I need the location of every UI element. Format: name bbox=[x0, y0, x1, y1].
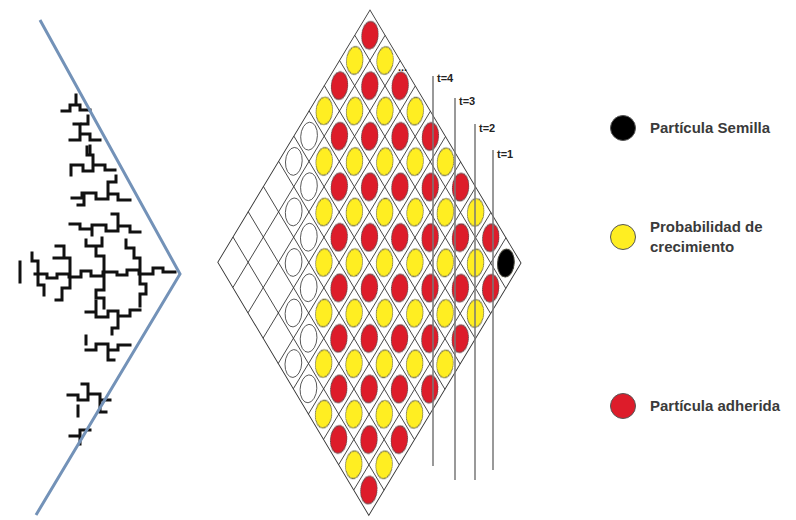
legend-item: Partícula adherida bbox=[610, 393, 790, 419]
time-label: t=4 bbox=[437, 73, 453, 84]
chevron-line bbox=[36, 20, 180, 515]
ellipsis-label: ... bbox=[398, 62, 407, 73]
time-label: t=1 bbox=[497, 149, 513, 160]
legend-swatch bbox=[610, 393, 636, 419]
fractal-cluster bbox=[20, 95, 175, 444]
time-label: t=2 bbox=[479, 123, 495, 134]
legend-text: Partícula adherida bbox=[650, 396, 790, 416]
legend-text: Probabilidad de crecimiento bbox=[650, 217, 790, 258]
legend-text: Partícula Semilla bbox=[650, 118, 790, 138]
lattice bbox=[218, 10, 521, 515]
legend-swatch bbox=[610, 115, 636, 141]
legend-item: Partícula Semilla bbox=[610, 115, 790, 141]
legend-item: Probabilidad de crecimiento bbox=[610, 217, 790, 258]
time-label: t=3 bbox=[459, 96, 475, 107]
time-lines bbox=[433, 76, 493, 480]
legend-swatch bbox=[610, 224, 636, 250]
